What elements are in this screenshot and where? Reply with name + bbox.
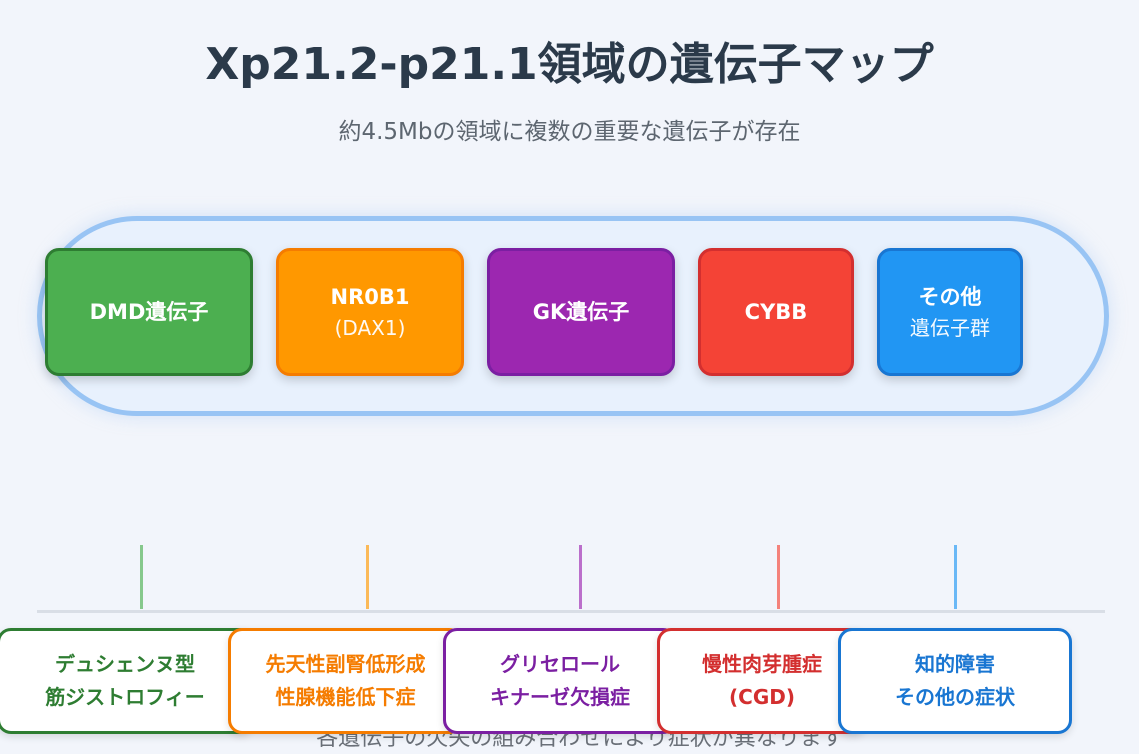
gene-alias: (DAX1)	[334, 316, 406, 340]
disease-box-cybb: 慢性肉芽腫症 (CGD)	[657, 628, 867, 734]
gene-alias: 遺伝子群	[910, 316, 990, 340]
connector-line-other	[954, 545, 957, 609]
gene-box-cybb: CYBB	[698, 248, 854, 376]
connector-line-gk	[579, 545, 582, 609]
disease-line-1: 先天性副腎低形成	[265, 652, 426, 676]
page-subtitle: 約4.5Mbの領域に複数の重要な遺伝子が存在	[338, 119, 801, 145]
gene-box-nr0b1: NR0B1 (DAX1)	[276, 248, 464, 376]
connector-line-cybb	[777, 545, 780, 609]
disease-line-2: 性腺機能低下症	[275, 685, 416, 709]
gene-name: GK遺伝子	[532, 300, 630, 324]
disease-line-1: グリセロール	[500, 652, 620, 676]
disease-line-2: 筋ジストロフィー	[45, 685, 205, 709]
gene-box-other: その他 遺伝子群	[877, 248, 1023, 376]
page-title: Xp21.2-p21.1領域の遺伝子マップ	[205, 39, 934, 90]
disease-line-2: その他の症状	[895, 685, 1015, 709]
disease-line-1: 知的障害	[915, 652, 995, 676]
disease-line-1: デュシェンヌ型	[55, 652, 195, 676]
connector-line-nr0b1	[366, 545, 369, 609]
disease-box-gk: グリセロール キナーゼ欠損症	[443, 628, 677, 734]
gene-name: その他	[918, 285, 982, 309]
gene-name: CYBB	[744, 300, 808, 324]
disease-line-2: キナーゼ欠損症	[490, 685, 630, 709]
gene-name: NR0B1	[330, 285, 410, 309]
axis-baseline	[37, 610, 1105, 613]
connector-line-dmd	[140, 545, 143, 609]
disease-box-other: 知的障害 その他の症状	[838, 628, 1072, 734]
disease-box-dmd: デュシェンヌ型 筋ジストロフィー	[0, 628, 253, 734]
gene-name: DMD遺伝子	[89, 300, 209, 324]
gene-box-dmd: DMD遺伝子	[45, 248, 253, 376]
disease-box-nr0b1: 先天性副腎低形成 性腺機能低下症	[228, 628, 463, 734]
disease-line-2: (CGD)	[729, 685, 795, 709]
disease-line-1: 慢性肉芽腫症	[702, 652, 822, 676]
gene-box-gk: GK遺伝子	[487, 248, 675, 376]
